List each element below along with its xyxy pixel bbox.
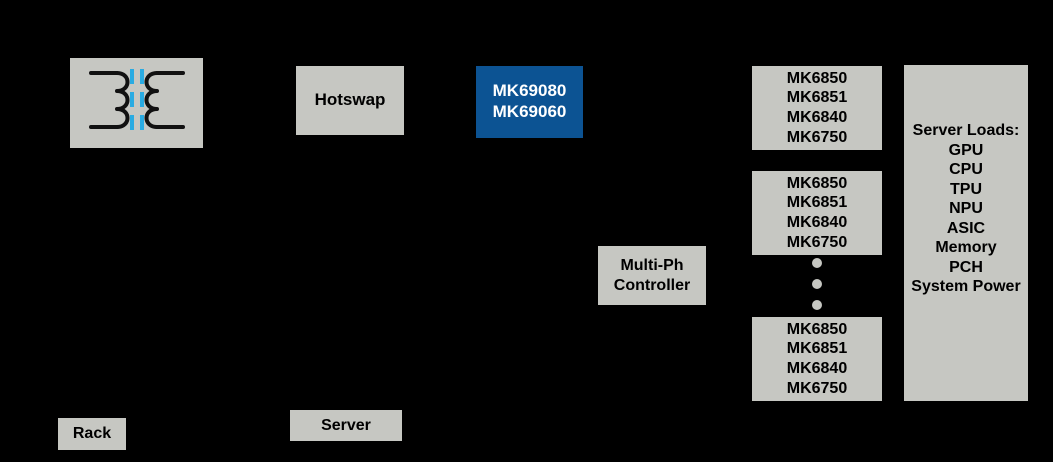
transformer-icon xyxy=(88,69,185,130)
mk-part-line: MK6851 xyxy=(786,340,848,358)
server-legend-text: Server xyxy=(321,416,371,434)
server-load-item: CPU xyxy=(949,161,983,179)
server-load-item: PCH xyxy=(949,258,983,276)
rack-legend-label: Rack xyxy=(58,418,126,450)
mk-part-line: MK6850 xyxy=(786,174,848,192)
hotswap-block[interactable]: Hotswap xyxy=(296,66,404,135)
server-load-item: NPU xyxy=(949,200,983,218)
mk-part-line: MK6840 xyxy=(786,214,848,231)
server-load-item: TPU xyxy=(950,180,982,198)
mk-part-stack[interactable]: MK6850 MK6851 MK6840 MK6750 xyxy=(752,317,882,401)
server-load-item: Memory xyxy=(935,239,997,257)
mk-part-line: MK6750 xyxy=(786,128,848,146)
ellipsis-dot xyxy=(812,279,822,289)
server-load-item: GPU xyxy=(948,141,984,159)
rack-legend-text: Rack xyxy=(72,425,112,443)
server-load-item: System Power xyxy=(911,278,1021,296)
mk-part-line: MK6750 xyxy=(786,379,848,397)
mk69-line-1: MK69080 xyxy=(492,81,567,101)
ellipsis-dot xyxy=(812,300,822,310)
mk-part-line: MK6840 xyxy=(786,109,848,126)
transformer-block[interactable] xyxy=(70,58,203,148)
mk-part-line: MK6851 xyxy=(786,194,848,212)
mk69-line-2: MK69060 xyxy=(492,102,567,121)
multiphase-controller-block[interactable]: Multi-Ph Controller xyxy=(598,246,706,305)
transformer-core-bars xyxy=(129,69,144,130)
server-loads-block[interactable]: Server Loads: GPU CPU TPU NPU ASIC Memor… xyxy=(904,65,1028,401)
mk-part-stack[interactable]: MK6850 MK6851 MK6840 MK6750 xyxy=(752,66,882,150)
server-load-item: ASIC xyxy=(946,219,986,237)
mk-part-line: MK6750 xyxy=(786,233,848,251)
mk-part-stack[interactable]: MK6850 MK6851 MK6840 MK6750 xyxy=(752,171,882,255)
multiphase-line-2: Controller xyxy=(613,276,691,294)
mk69-controller-block[interactable]: MK69080 MK69060 xyxy=(476,66,583,138)
multiphase-line-1: Multi-Ph xyxy=(620,256,684,274)
ellipsis-dot xyxy=(812,258,822,268)
mk-part-line: MK6840 xyxy=(786,360,848,377)
mk-part-line: MK6851 xyxy=(786,89,848,107)
vertical-ellipsis xyxy=(752,258,882,310)
server-loads-heading: Server Loads: xyxy=(912,122,1020,139)
server-legend-label: Server xyxy=(290,410,402,441)
mk-part-line: MK6850 xyxy=(786,320,848,338)
hotswap-label: Hotswap xyxy=(314,90,386,110)
mk-part-line: MK6850 xyxy=(786,69,848,87)
